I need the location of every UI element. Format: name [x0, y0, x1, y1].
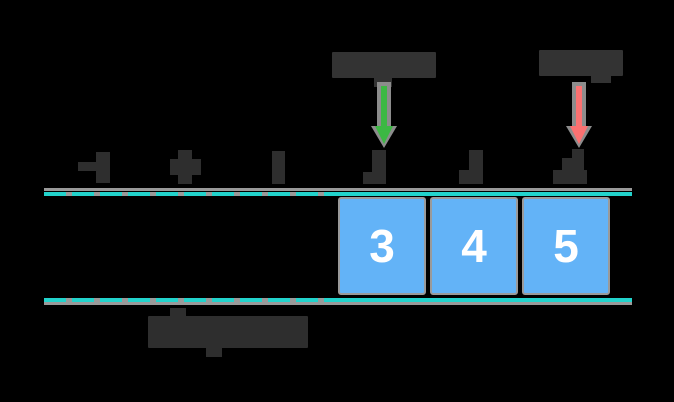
array-cell-strip: 3 4 5 — [338, 197, 610, 295]
end-marker-label-tail — [591, 76, 611, 83]
array-cell[interactable]: 3 — [338, 197, 426, 295]
index-label-row — [0, 148, 674, 188]
range-rail-bottom-solid — [44, 298, 632, 302]
start-marker-label — [332, 52, 436, 87]
end-marker-arrow-icon — [564, 82, 594, 150]
array-cell[interactable]: 4 — [430, 197, 518, 295]
diagram-caption-ascender — [170, 308, 186, 317]
index-label-4 — [458, 148, 498, 188]
range-rail-top-solid — [44, 192, 632, 196]
index-label-3 — [362, 148, 402, 188]
range-rail-top-halo — [44, 188, 632, 191]
diagram-caption — [148, 308, 308, 357]
range-rail-bottom-dashed — [44, 298, 324, 302]
index-label-1 — [170, 148, 206, 188]
index-label-0 — [78, 148, 114, 188]
range-rail-top-dashed — [44, 192, 324, 196]
range-rail-bottom — [44, 298, 632, 305]
diagram-caption-descender — [206, 348, 222, 357]
range-rail-bottom-halo — [44, 302, 632, 305]
index-label-2 — [266, 148, 302, 188]
start-marker-arrow-icon — [369, 82, 399, 150]
range-rail-top — [44, 188, 632, 196]
array-cell[interactable]: 5 — [522, 197, 610, 295]
index-label-5 — [552, 148, 596, 188]
end-marker-label — [539, 50, 623, 83]
